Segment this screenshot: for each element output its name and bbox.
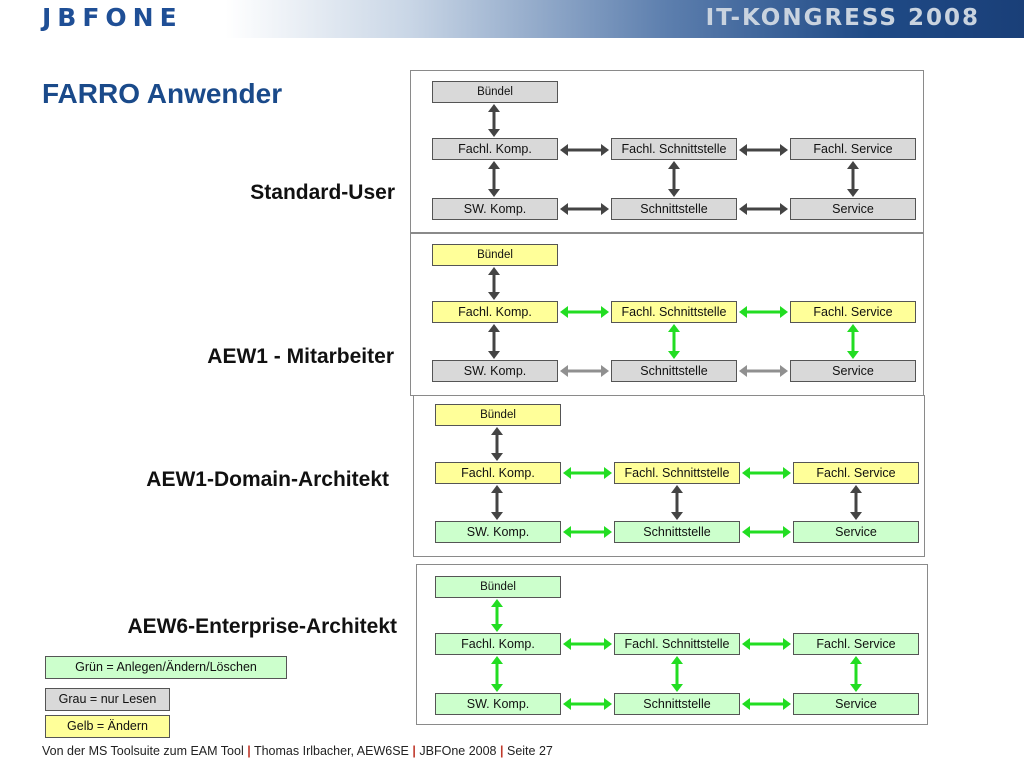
box-fachl-schnittstelle: Fachl. Schnittstelle	[611, 138, 737, 160]
header-banner: JBFONE IT-KONGRESS 2008	[0, 0, 1024, 38]
box-fachl-schnittstelle: Fachl. Schnittstelle	[611, 301, 737, 323]
box-fachl-service: Fachl. Service	[790, 301, 916, 323]
box-service: Service	[793, 693, 919, 715]
box-buendel: Bündel	[432, 244, 558, 266]
box-sw-komp: SW. Komp.	[432, 360, 558, 382]
box-fachl-komp: Fachl. Komp.	[432, 301, 558, 323]
footer-event: JBFOne 2008	[419, 744, 497, 758]
role-label-aew1-domain-architekt: AEW1-Domain-Architekt	[146, 468, 389, 491]
box-buendel: Bündel	[432, 81, 558, 103]
role-label-aew6-enterprise-architekt: AEW6-Enterprise-Architekt	[127, 615, 397, 638]
box-fachl-schnittstelle: Fachl. Schnittstelle	[614, 633, 740, 655]
box-buendel: Bündel	[435, 576, 561, 598]
box-sw-komp: SW. Komp.	[432, 198, 558, 220]
legend-yellow: Gelb = Ändern	[45, 715, 170, 738]
legend-green: Grün = Anlegen/Ändern/Löschen	[45, 656, 287, 679]
footer-title: Von der MS Toolsuite zum EAM Tool	[42, 744, 244, 758]
role-label-aew1-mitarbeiter: AEW1 - Mitarbeiter	[207, 345, 394, 368]
box-fachl-komp: Fachl. Komp.	[435, 633, 561, 655]
box-fachl-service: Fachl. Service	[793, 462, 919, 484]
box-buendel: Bündel	[435, 404, 561, 426]
box-service: Service	[790, 198, 916, 220]
box-fachl-komp: Fachl. Komp.	[435, 462, 561, 484]
box-service: Service	[790, 360, 916, 382]
box-fachl-service: Fachl. Service	[793, 633, 919, 655]
jbfone-logo: JBFONE	[42, 3, 183, 32]
footer-separator: |	[500, 744, 504, 758]
box-sw-komp: SW. Komp.	[435, 521, 561, 543]
box-schnittstelle: Schnittstelle	[611, 360, 737, 382]
page-title: FARRO Anwender	[42, 78, 283, 109]
box-fachl-komp: Fachl. Komp.	[432, 138, 558, 160]
legend-grey: Grau = nur Lesen	[45, 688, 170, 711]
box-schnittstelle: Schnittstelle	[614, 521, 740, 543]
footer-separator: |	[412, 744, 416, 758]
box-fachl-schnittstelle: Fachl. Schnittstelle	[614, 462, 740, 484]
box-schnittstelle: Schnittstelle	[614, 693, 740, 715]
footer-separator: |	[247, 744, 251, 758]
box-schnittstelle: Schnittstelle	[611, 198, 737, 220]
box-sw-komp: SW. Komp.	[435, 693, 561, 715]
footer: Von der MS Toolsuite zum EAM Tool | Thom…	[42, 744, 553, 758]
footer-author: Thomas Irlbacher, AEW6SE	[253, 744, 409, 758]
footer-page: Seite 27	[506, 744, 553, 758]
role-label-standard-user: Standard-User	[250, 181, 395, 204]
box-fachl-service: Fachl. Service	[790, 138, 916, 160]
box-service: Service	[793, 521, 919, 543]
event-title: IT-KONGRESS 2008	[705, 5, 980, 31]
